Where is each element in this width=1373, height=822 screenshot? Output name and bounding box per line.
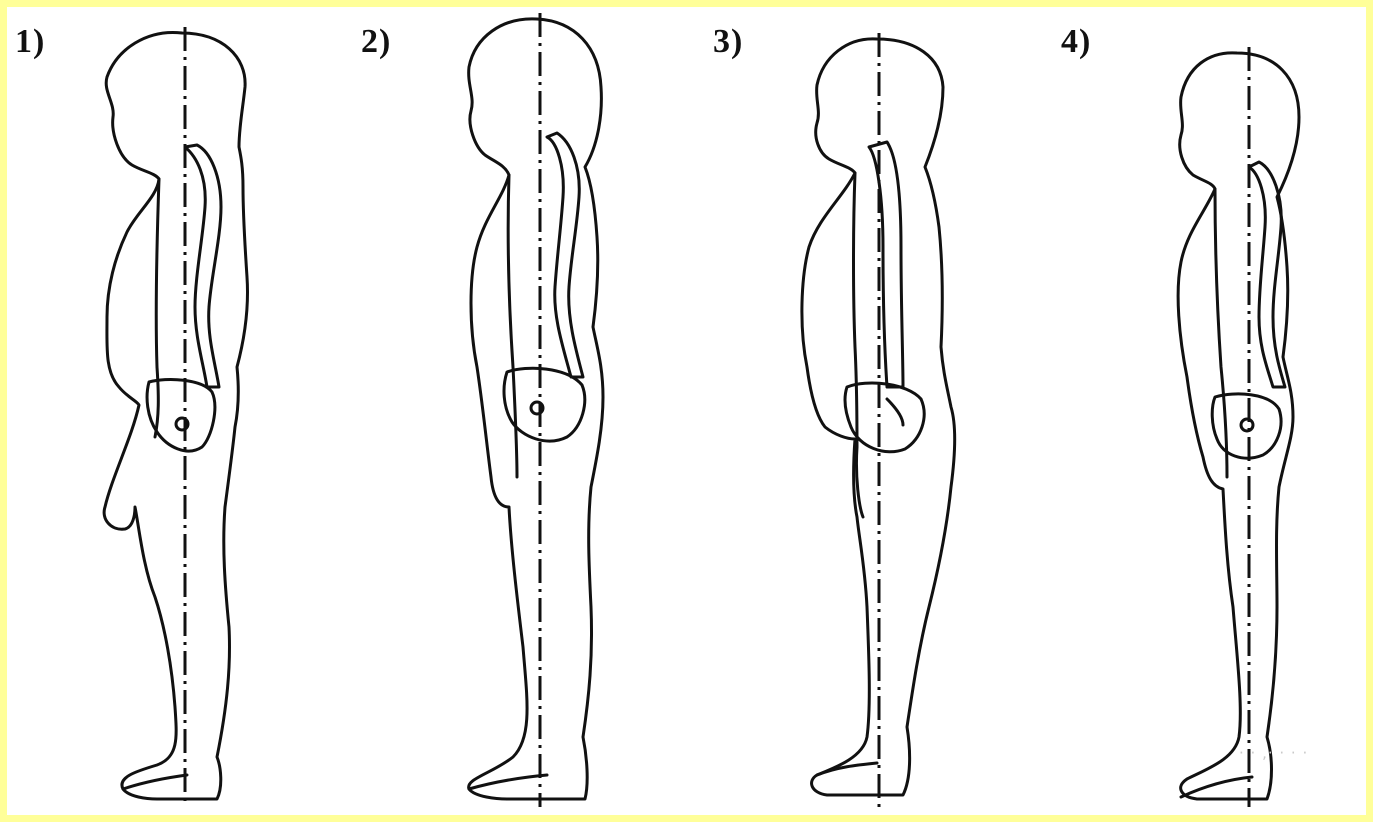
child-posture-profile-icon (7, 7, 347, 815)
figure-4: 4) (1037, 7, 1373, 815)
child-posture-profile-icon (1037, 7, 1373, 815)
diagram-frame: 1) 2) (7, 7, 1366, 815)
figure-3: 3) (707, 7, 1047, 815)
figure-2: 2) (357, 7, 697, 815)
child-posture-profile-icon (707, 7, 1047, 815)
scan-artifact: · · ,· · · · (1239, 744, 1308, 762)
figure-1: 1) (7, 7, 347, 815)
child-posture-profile-icon (357, 7, 697, 815)
